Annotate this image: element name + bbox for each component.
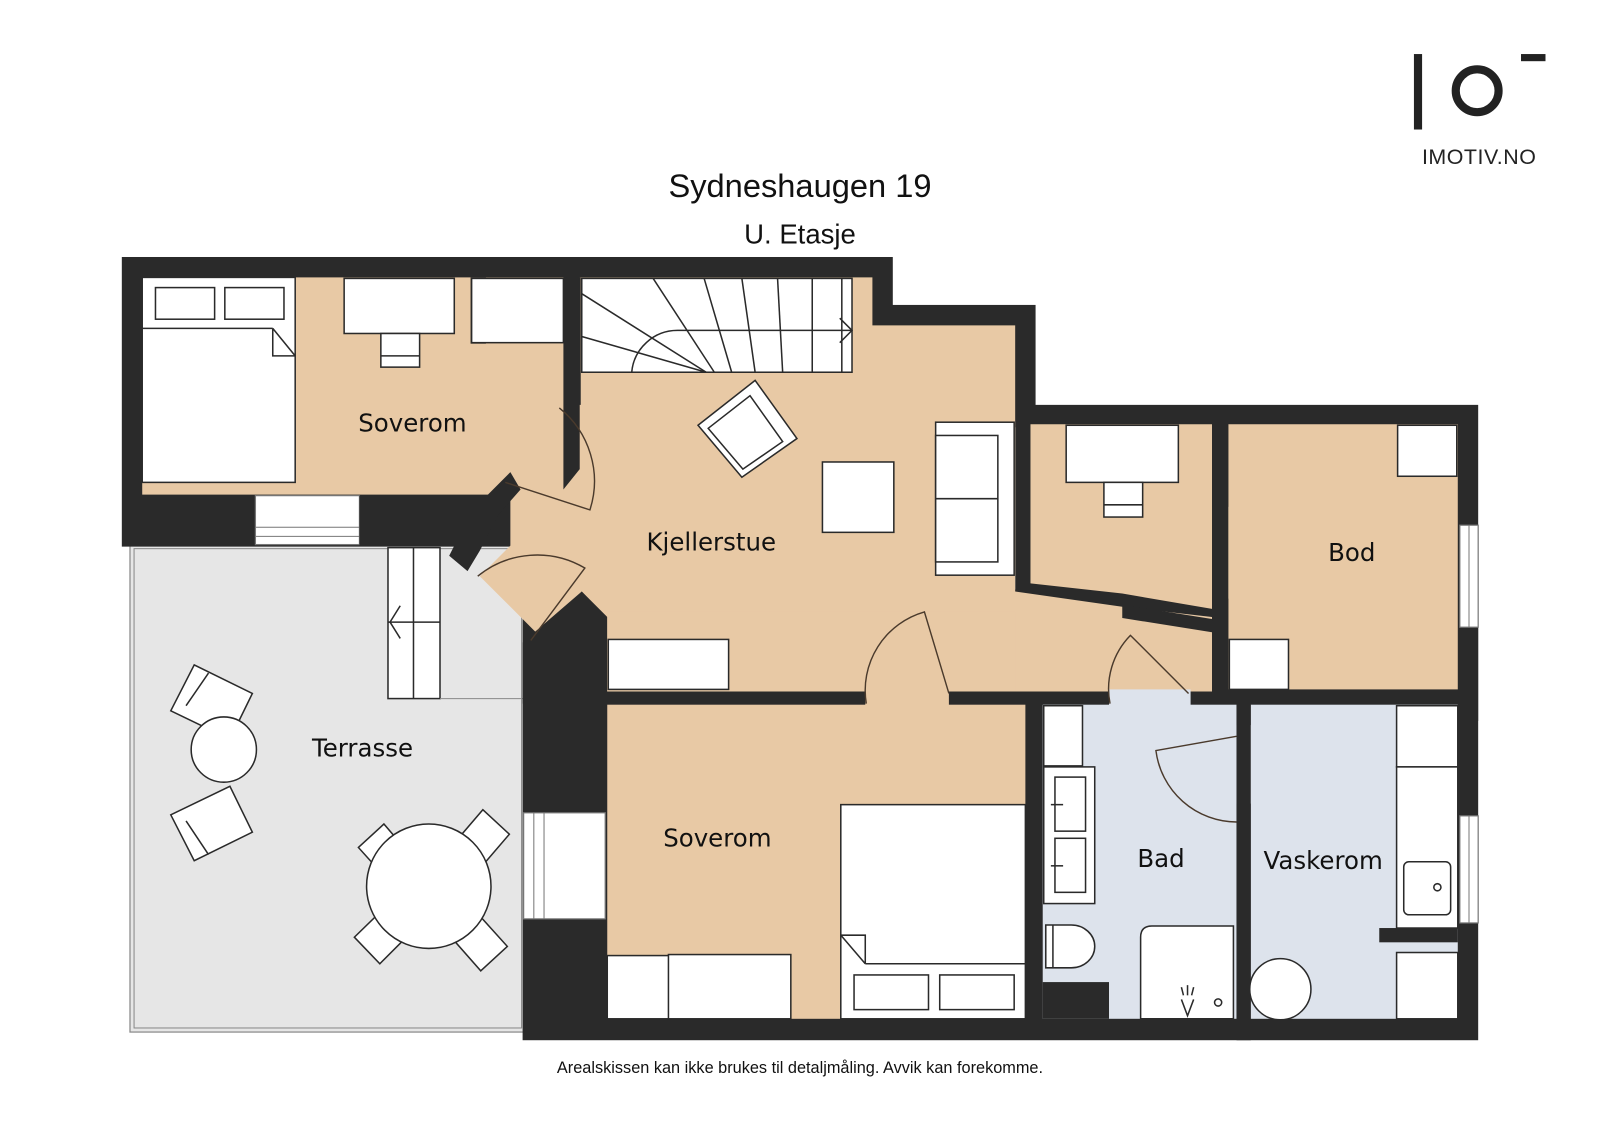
door-swing: [1155, 735, 1237, 823]
logo-circle-icon: [1451, 65, 1503, 117]
logo-bar-icon: [1413, 54, 1423, 130]
step-direction-arrow-icon: [389, 605, 401, 639]
staircase: [580, 277, 854, 373]
room-label-soverom-1: Soverom: [358, 408, 466, 437]
cabinet: [1395, 704, 1459, 768]
laundry-basket: [1248, 957, 1312, 1021]
logo-text: IMOTIV.NO: [1422, 145, 1536, 169]
property-title: Sydneshaugen 19: [668, 167, 931, 204]
door-swing: [1107, 634, 1190, 704]
shower: [1139, 925, 1235, 1020]
armchair: [696, 379, 799, 479]
room-label-kjellerstue: Kjellerstue: [647, 528, 777, 557]
disclaimer: Arealskissen kan ikke brukes til detaljm…: [557, 1059, 1043, 1077]
bed-double: [141, 276, 296, 484]
floor-label: U. Etasje: [744, 219, 856, 250]
toilet: [1045, 924, 1096, 969]
room-label-vaskerom: Vaskerom: [1264, 846, 1383, 875]
imotiv-logo: IMOTIV.NO: [1413, 54, 1546, 169]
double-sink: [1042, 766, 1096, 905]
desk: [1065, 424, 1180, 518]
sofa: [934, 421, 1015, 576]
storage-shelf: [1228, 638, 1290, 691]
outdoor-table-round: [353, 808, 511, 972]
wardrobe: [470, 277, 565, 344]
room-label-terrasse: Terrasse: [311, 734, 413, 763]
window: [254, 495, 361, 546]
door-swing: [864, 611, 950, 704]
storage-shelf: [1396, 424, 1458, 478]
outdoor-table-small: [169, 663, 258, 862]
sideboard: [607, 638, 730, 691]
door-swing: [505, 407, 596, 511]
outdoor-steps: [387, 546, 441, 700]
laundry-sink: [1395, 766, 1459, 929]
dresser: [667, 953, 792, 1020]
logo-dash-icon: [1521, 54, 1546, 62]
room-label-bad: Bad: [1137, 844, 1184, 873]
nightstand: [606, 954, 672, 1020]
stair-direction-arrow-icon: [839, 317, 854, 344]
desk: [343, 277, 456, 368]
room-label-soverom-2: Soverom: [663, 823, 771, 852]
bed-double: [840, 803, 1027, 1020]
coffee-table: [821, 461, 895, 534]
window: [523, 812, 606, 920]
washing-machine: [1395, 951, 1459, 1020]
room-label-bod: Bod: [1328, 538, 1375, 567]
door-swing: [477, 554, 586, 641]
doors: [477, 407, 1237, 823]
cabinet: [1042, 704, 1084, 767]
windows: [254, 495, 1479, 924]
terrace-area: [129, 543, 525, 1033]
